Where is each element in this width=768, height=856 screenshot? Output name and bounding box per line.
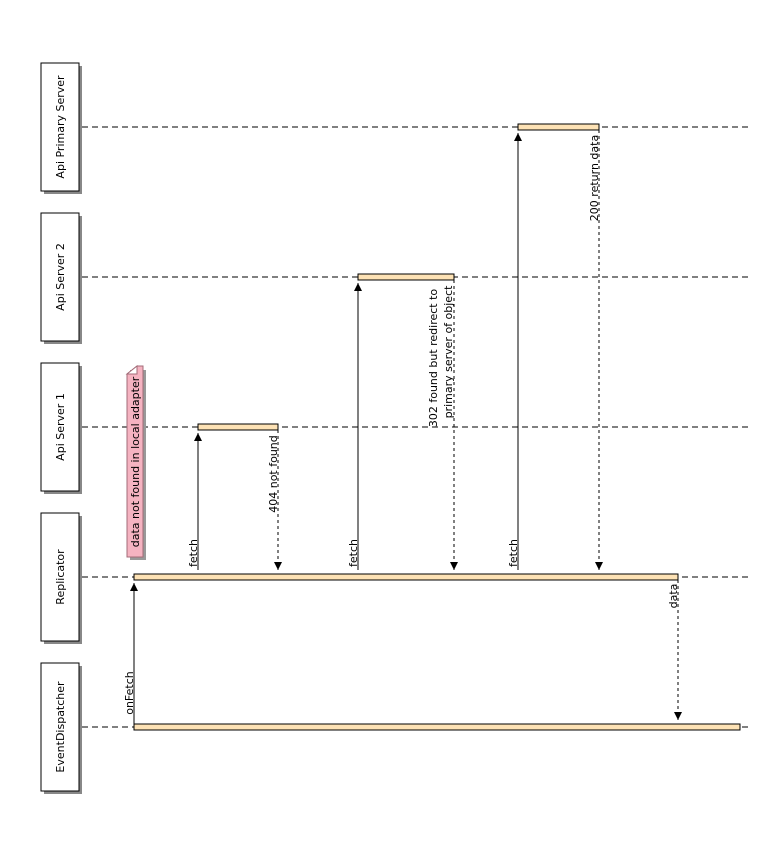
msg-ret1-label: 404 not found xyxy=(267,435,280,513)
participant-dispatcher: EventDispatcher xyxy=(40,662,82,794)
msg-fetch2-label: fetch xyxy=(347,539,360,567)
note-text: data not found in local adapter xyxy=(129,376,142,547)
participant-label: EventDispatcher xyxy=(54,681,67,773)
msg-onfetch-label: onFetch xyxy=(123,671,136,715)
participant-api2: Api Server 2 xyxy=(40,212,82,344)
activation-replicator xyxy=(133,573,679,581)
msg-ret2-label-line2: primary server of object xyxy=(442,285,455,419)
note: data not found in local adapter xyxy=(125,364,146,560)
participant-replicator: Replicator xyxy=(40,512,82,644)
msg-ret3-label: 200 return data xyxy=(588,135,601,221)
msg-fetch3-label: fetch xyxy=(507,539,520,567)
activation-api2 xyxy=(357,273,455,281)
participant-label: Replicator xyxy=(54,549,67,605)
msg-fetch1-label: fetch xyxy=(187,539,200,567)
participant-label: Api Server 2 xyxy=(54,243,67,311)
msg-ret2-label-line1: 302 found but redirect to xyxy=(427,289,440,428)
participant-api1: Api Server 1 xyxy=(40,362,82,494)
participant-label: Api Primary Server xyxy=(54,75,67,179)
participant-label: Api Server 1 xyxy=(54,393,67,461)
participant-primary: Api Primary Server xyxy=(40,62,82,194)
activation-dispatcher xyxy=(133,723,741,731)
activation-primary xyxy=(517,123,600,131)
activation-api1 xyxy=(197,423,279,431)
msg-data-label: data xyxy=(667,584,680,609)
